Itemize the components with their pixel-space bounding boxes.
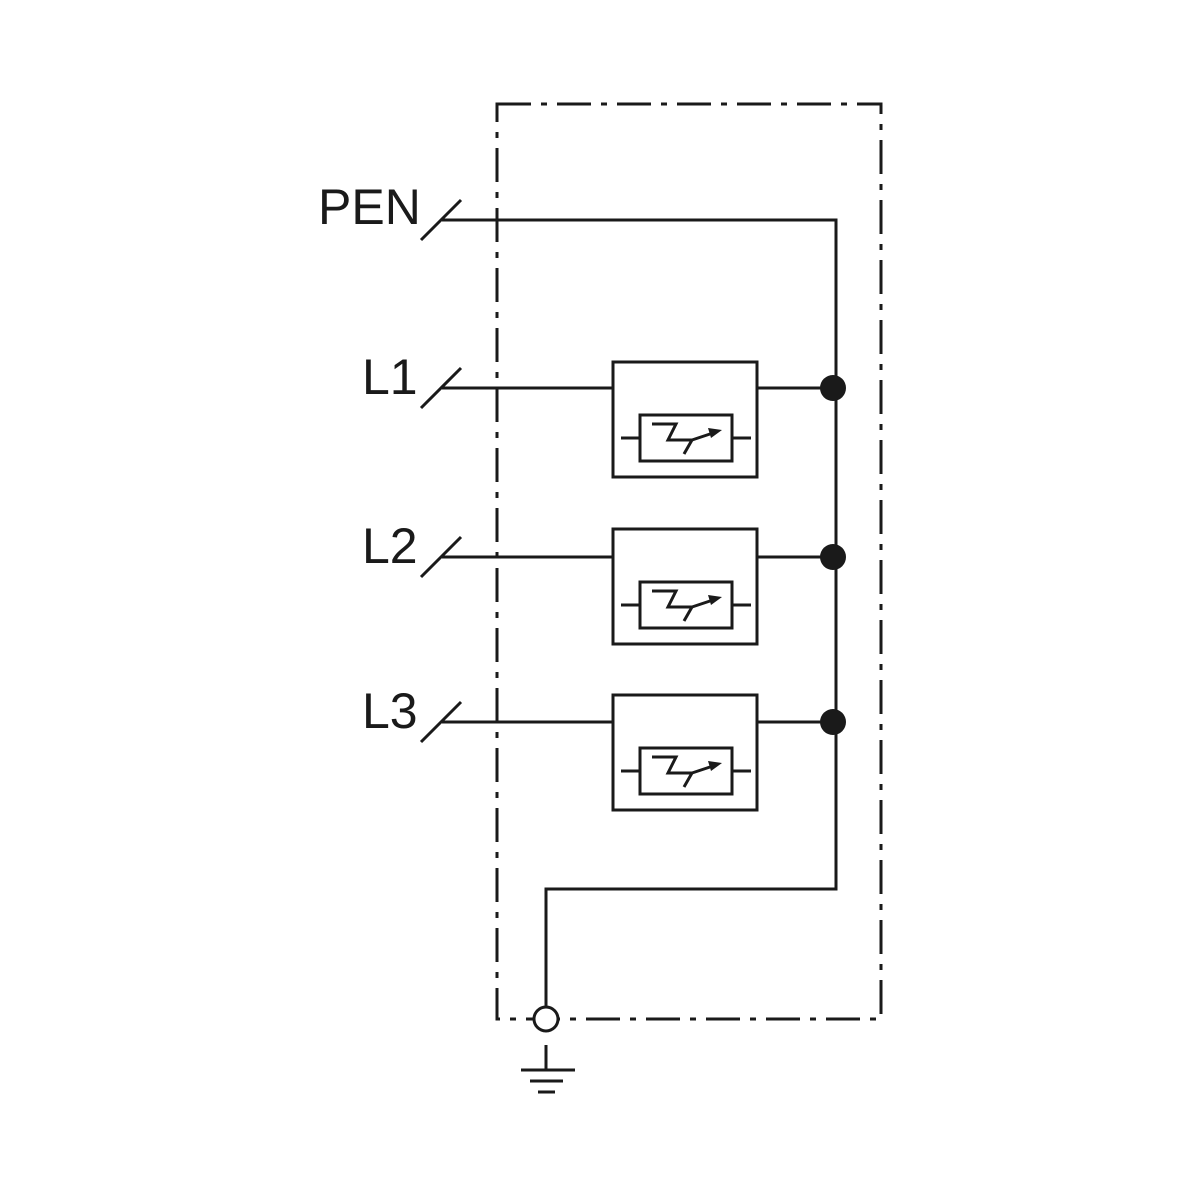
terminal-tick-l2 (419, 535, 463, 579)
surge-arrester-icon (621, 580, 751, 630)
terminal-tick-pen (419, 198, 463, 242)
surge-arrester-icon (621, 746, 751, 796)
surge-protector-l1 (611, 360, 759, 479)
earth-terminal (532, 1005, 560, 1033)
label-pen: PEN (318, 179, 421, 235)
junction-node-l3 (820, 709, 846, 735)
junction-node-l2 (820, 544, 846, 570)
terminal-tick-l3 (419, 700, 463, 744)
terminal-tick-l1 (419, 366, 463, 410)
surge-protector-l3 (611, 693, 759, 812)
surge-arrester-icon (621, 413, 751, 463)
label-l3: L3 (362, 683, 418, 739)
device-enclosure (495, 102, 883, 1021)
label-l1: L1 (362, 349, 418, 405)
surge-protector-l2 (611, 527, 759, 646)
ground-icon (521, 1045, 575, 1094)
label-l2: L2 (362, 518, 418, 574)
pen-conductor (442, 218, 838, 1006)
junction-node-l1 (820, 375, 846, 401)
